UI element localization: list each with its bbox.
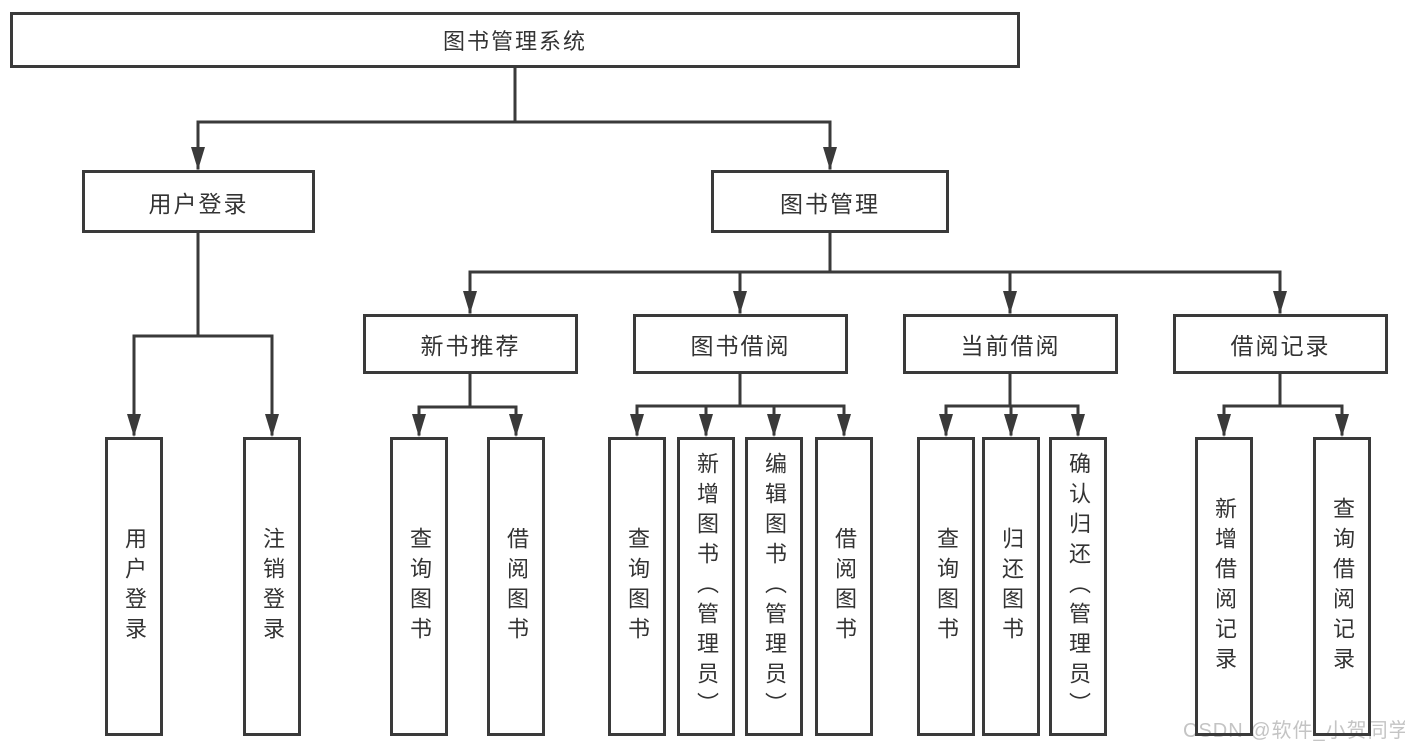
arrowheads (127, 147, 1349, 437)
leaf-borrow-books-borrowing: 借阅图书 (815, 437, 873, 736)
node-root: 图书管理系统 (10, 12, 1020, 68)
leaf-query-books-current: 查询图书 (917, 437, 975, 736)
leaf-add-borrow-record: 新增借阅记录 (1195, 437, 1253, 736)
node-book-borrowing: 图书借阅 (633, 314, 848, 374)
leaf-logout: 注销登录 (243, 437, 301, 736)
node-book-management: 图书管理 (711, 170, 949, 233)
leaf-query-books-recommend: 查询图书 (390, 437, 448, 736)
leaf-borrow-books-recommend: 借阅图书 (487, 437, 545, 736)
node-current-borrowing: 当前借阅 (903, 314, 1118, 374)
csdn-watermark: CSDN @软件_小贺同学 (1183, 720, 1405, 742)
leaf-query-borrow-record: 查询借阅记录 (1313, 437, 1371, 736)
leaf-add-book-admin: 新增图书（管理员） (677, 437, 735, 736)
leaf-query-books-borrowing: 查询图书 (608, 437, 666, 736)
node-user-login: 用户登录 (82, 170, 315, 233)
leaf-edit-book-admin: 编辑图书（管理员） (745, 437, 803, 736)
leaf-confirm-return-admin: 确认归还（管理员） (1049, 437, 1107, 736)
node-new-book-recommend: 新书推荐 (363, 314, 578, 374)
leaf-return-book: 归还图书 (982, 437, 1040, 736)
node-borrow-records: 借阅记录 (1173, 314, 1388, 374)
leaf-user-login: 用户登录 (105, 437, 163, 736)
